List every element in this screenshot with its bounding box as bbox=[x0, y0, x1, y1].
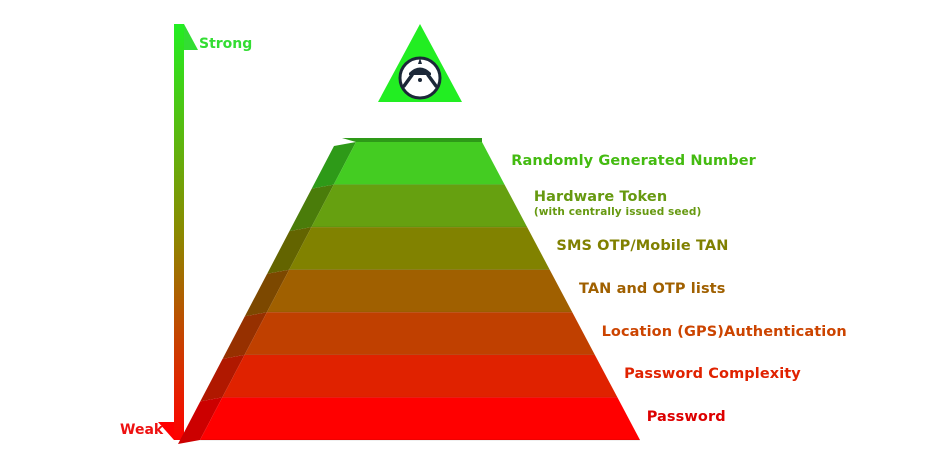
apex-hacker-badge bbox=[378, 24, 462, 102]
tier-label-text: Randomly Generated Number bbox=[511, 153, 756, 170]
weak-flag-icon bbox=[158, 422, 174, 440]
pyramid-tier-side bbox=[222, 312, 267, 359]
strength-scale bbox=[158, 24, 198, 440]
pyramid-tier bbox=[266, 269, 573, 313]
pyramid-tier bbox=[289, 227, 550, 270]
tier-label-text: SMS OTP/Mobile TAN bbox=[556, 238, 729, 255]
tier-sublabel-text: (with centrally issued seed) bbox=[533, 205, 702, 218]
pyramid-tier bbox=[200, 397, 640, 440]
hacker-icon bbox=[398, 56, 442, 100]
pyramid-tier-side bbox=[267, 227, 312, 274]
pyramid-tier bbox=[333, 142, 505, 185]
tier-label: SMS OTP/Mobile TAN bbox=[556, 238, 728, 254]
pyramid-tier bbox=[244, 312, 595, 355]
tier-label: Hardware Token(with centrally issued see… bbox=[534, 189, 702, 218]
tier-label: TAN and OTP lists bbox=[579, 281, 725, 297]
strong-flag-icon bbox=[184, 24, 198, 50]
pyramid-tier bbox=[311, 184, 528, 228]
tier-label-text: Hardware Token bbox=[533, 188, 668, 205]
pyramid-top-rim bbox=[342, 138, 482, 142]
tier-label: Password Complexity bbox=[624, 366, 801, 382]
pyramid-tier-side bbox=[244, 269, 290, 317]
pyramid-tier-side bbox=[178, 397, 223, 444]
tier-label-text: Password bbox=[646, 408, 726, 425]
tier-label: Randomly Generated Number bbox=[511, 153, 756, 169]
weak-label: Weak bbox=[120, 422, 164, 438]
scale-pole bbox=[174, 24, 184, 440]
tier-label: Password bbox=[647, 409, 726, 425]
pyramid-tier-side bbox=[311, 142, 356, 189]
tier-label-text: Location (GPS)Authentication bbox=[601, 323, 847, 340]
pyramid-tier-side bbox=[289, 184, 334, 232]
pyramid-tier-side bbox=[200, 354, 245, 402]
tier-label-text: TAN and OTP lists bbox=[579, 281, 726, 297]
pyramid-tier bbox=[222, 354, 618, 398]
pyramid bbox=[178, 138, 640, 444]
strong-label: Strong bbox=[199, 36, 253, 52]
tier-label-text: Password Complexity bbox=[624, 366, 801, 383]
tier-label: Location (GPS)Authentication bbox=[602, 324, 847, 340]
